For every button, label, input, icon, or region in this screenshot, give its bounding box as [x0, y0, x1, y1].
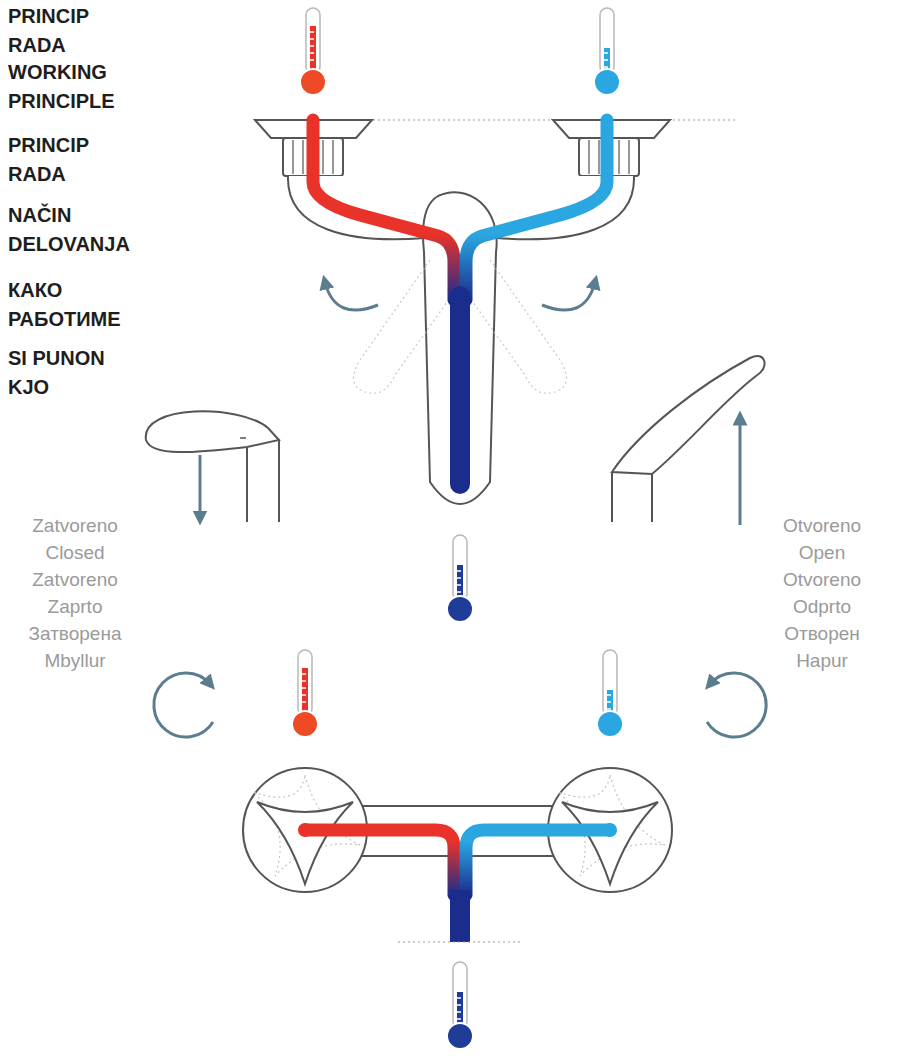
open-label: Otvoreno [752, 512, 892, 539]
heading-text: PRINCIP RADA [8, 2, 133, 60]
hot-thermometer [300, 8, 326, 95]
closed-label: Mbyllur [5, 647, 145, 674]
heading-text: SI PUNON KJO [8, 344, 133, 402]
cold-dot [603, 823, 617, 837]
cold-thermometer [597, 650, 623, 737]
open-label: Отворен [752, 620, 892, 647]
close-arrow [199, 455, 202, 518]
rotate-arrows [154, 673, 766, 737]
faucet-body [255, 120, 670, 504]
lever-open [612, 356, 765, 522]
turn-arrows [325, 282, 595, 310]
water-pipes [313, 120, 607, 484]
hot-dot [298, 823, 312, 837]
water-pipes [305, 830, 610, 942]
closed-label: Zatvoreno [5, 512, 145, 539]
heading-text: PRINCIP RADA [8, 131, 133, 189]
outlet-line [398, 941, 522, 942]
open-label: Odprto [752, 593, 892, 620]
open-label: Open [752, 539, 892, 566]
closed-label: Zaprto [5, 593, 145, 620]
heading-text: WORKING PRINCIPLE [8, 58, 133, 116]
open-label: Hapur [752, 647, 892, 674]
closed-label: Closed [5, 539, 145, 566]
hot-thermometer [292, 650, 318, 737]
mixed-thermometer [447, 535, 473, 622]
lever-closed [146, 411, 279, 522]
heading-text: КАКО РАБОТИМЕ [8, 276, 133, 334]
closed-label: Затворена [5, 620, 145, 647]
open-arrow [739, 418, 742, 525]
open-label: Otvoreno [752, 566, 892, 593]
mixed-thermometer [447, 962, 473, 1049]
heading-text: NAČIN DELOVANJA [8, 201, 133, 259]
closed-label: Zatvoreno [5, 566, 145, 593]
cold-thermometer [594, 8, 620, 95]
